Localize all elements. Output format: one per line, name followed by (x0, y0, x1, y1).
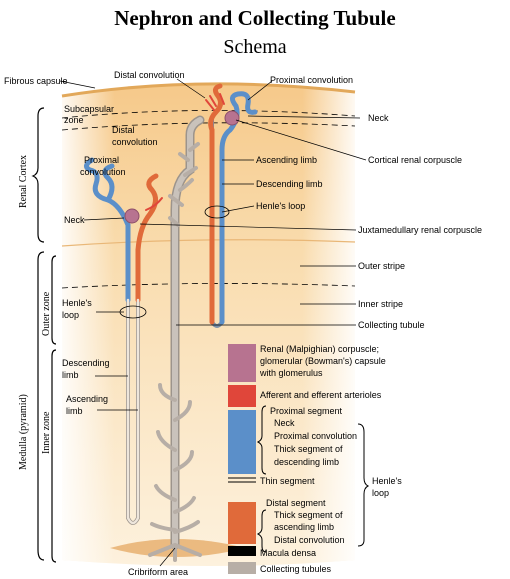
fibrous-capsule-label: Fibrous capsule (4, 76, 68, 86)
henles-loop-left-label-1: Henle's (62, 298, 92, 308)
legend-prox-neck: Neck (274, 418, 295, 428)
subcapsular-zone-label-2: zone (64, 115, 84, 125)
inner-zone-label: Inner zone (41, 411, 52, 454)
distal-convolution-left-label-1: Distal (112, 125, 135, 135)
legend-collecting-tubules: Collecting tubules (260, 564, 332, 574)
collecting-tubule-label: Collecting tubule (358, 320, 425, 330)
legend-swatch-macula (228, 546, 256, 556)
cortical-corpuscle-label: Cortical renal corpuscle (368, 155, 462, 165)
legend-thin-segment: Thin segment (260, 476, 315, 486)
juxtamedullary-corpuscle-label: Juxtamedullary renal corpuscle (358, 225, 482, 235)
outer-zone-label: Outer zone (41, 291, 52, 336)
legend-thick-asc-2: ascending limb (274, 522, 334, 532)
cribriform-area-label: Cribriform area (128, 567, 188, 577)
inner-stripe-label: Inner stripe (358, 299, 403, 309)
legend-henles-brace (358, 424, 368, 546)
medulla-label: Medulla (pyramid) (18, 394, 29, 470)
legend-corpuscle-3: with glomerulus (259, 368, 323, 378)
ascending-limb-left-label-1: Ascending (66, 394, 108, 404)
legend-thick-asc-1: Thick segment of (274, 510, 343, 520)
henles-loop-right-label: Henle's loop (256, 201, 305, 211)
renal-cortex-label: Renal Cortex (18, 155, 29, 208)
descending-limb-right-label: Descending limb (256, 179, 323, 189)
proximal-convolution-left-label-1: Proximal (84, 155, 119, 165)
legend-macula-densa: Macula densa (260, 548, 316, 558)
legend-prox-convolution: Proximal convolution (274, 431, 357, 441)
subcapsular-zone-label-1: Subcapsular (64, 104, 114, 114)
legend-henles-loop-2: loop (372, 488, 389, 498)
neck-right-label: Neck (368, 113, 389, 123)
legend-arterioles: Afferent and efferent arterioles (260, 390, 382, 400)
legend-distal-segment: Distal segment (266, 498, 326, 508)
descending-limb-left-label-2: limb (62, 370, 79, 380)
ascending-limb-left-label-2: limb (66, 406, 83, 416)
legend-corpuscle-2: glomerular (Bowman's) capsule (260, 356, 386, 366)
legend-swatch-distal (228, 502, 256, 544)
proximal-convolution-top-label: Proximal convolution (270, 75, 353, 85)
descending-limb-left-label-1: Descending (62, 358, 110, 368)
legend-swatch-proximal (228, 410, 256, 474)
distal-convolution-left-label-2: convolution (112, 137, 158, 147)
ascending-limb-right-label: Ascending limb (256, 155, 317, 165)
legend-distal-convolution: Distal convolution (274, 535, 345, 545)
legend-thick-desc-2: descending limb (274, 457, 339, 467)
distal-convolution-top-label: Distal convolution (114, 70, 185, 80)
legend-thick-desc-1: Thick segment of (274, 444, 343, 454)
outer-stripe-label: Outer stripe (358, 261, 405, 271)
legend-corpuscle-1: Renal (Malpighian) corpuscle; (260, 344, 379, 354)
legend-henles-loop-1: Henle's (372, 476, 402, 486)
legend-swatch-corpuscle (228, 344, 256, 382)
legend-swatch-collecting (228, 562, 256, 574)
neck-left-label: Neck (64, 215, 85, 225)
legend-proximal-segment: Proximal segment (270, 406, 343, 416)
legend-swatch-arterioles (228, 385, 256, 407)
henles-loop-left-label-2: loop (62, 310, 79, 320)
proximal-convolution-left-label-2: convolution (80, 167, 126, 177)
